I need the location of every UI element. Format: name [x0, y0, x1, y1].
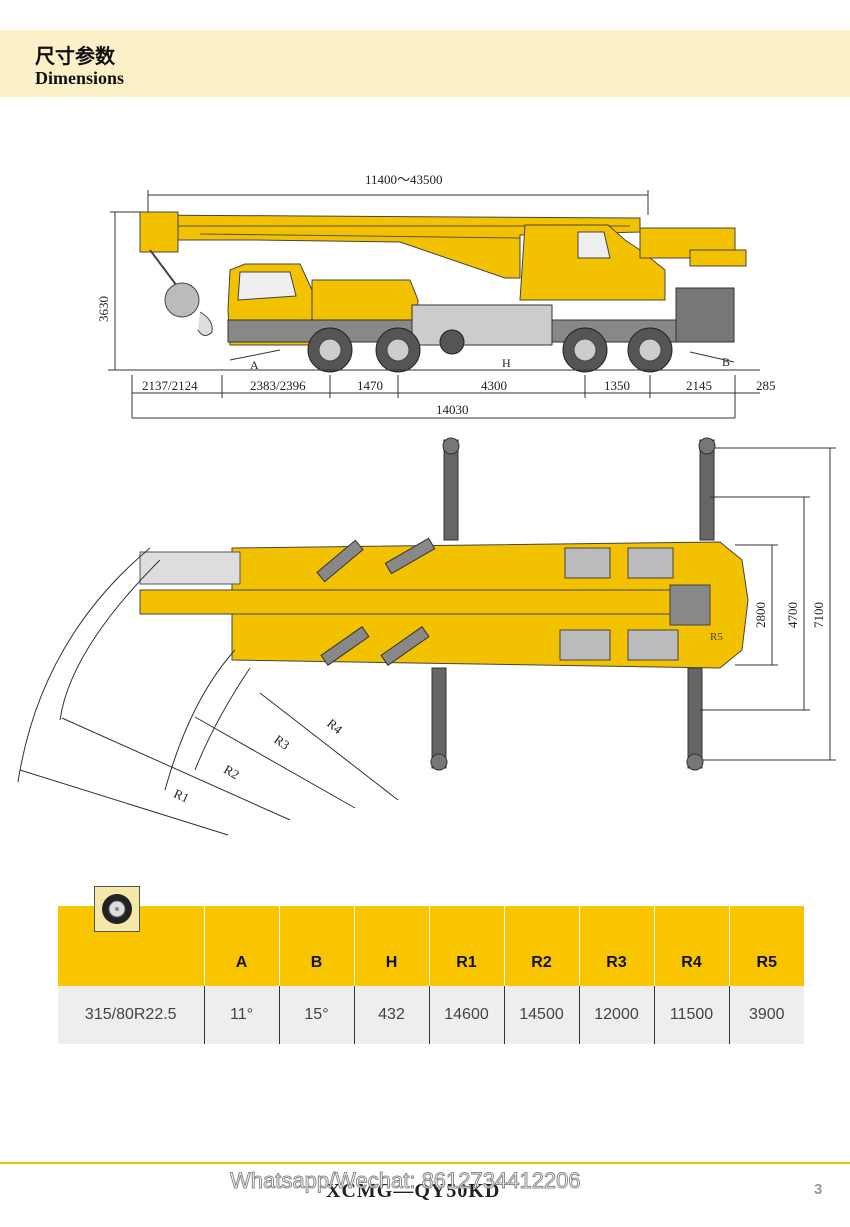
radius-r5: R5 — [710, 631, 723, 643]
top-view-drawing: 2800 4700 7100 R1 R2 R3 R4 R5 — [17, 437, 836, 836]
height-label: 3630 — [96, 296, 111, 322]
table-cell: 11500 — [653, 986, 729, 1044]
segment-3: 1470 — [357, 378, 383, 393]
side-view-drawing: 11400～43500 3630 A B H — [96, 172, 776, 419]
width-7100: 7100 — [811, 602, 826, 628]
table-cell: 15° — [278, 986, 354, 1044]
table-cell: 432 — [353, 986, 429, 1044]
radius-r2: R2 — [221, 762, 242, 783]
table-header-b: B — [278, 906, 354, 986]
tire-icon — [94, 886, 140, 932]
table-header-row: A B H R1 R2 R3 R4 R5 — [58, 906, 804, 986]
table-header-r4: R4 — [653, 906, 729, 986]
segment-1: 2137/2124 — [142, 378, 198, 393]
table-header-r3: R3 — [578, 906, 654, 986]
radius-r1: R1 — [171, 786, 191, 806]
table-header-a: A — [203, 906, 279, 986]
width-2800: 2800 — [753, 602, 768, 628]
header-band — [0, 30, 850, 97]
ground-clearance-label: H — [502, 356, 511, 370]
angle-a-label: A — [250, 358, 259, 372]
table-header-r5: R5 — [728, 906, 804, 986]
table-cell: 11° — [203, 986, 279, 1044]
segment-5: 1350 — [604, 378, 630, 393]
table-header-r1: R1 — [428, 906, 504, 986]
page-number: 3 — [814, 1181, 823, 1198]
angle-b-label: B — [722, 355, 730, 369]
segment-4: 4300 — [481, 378, 507, 393]
width-4700: 4700 — [785, 602, 800, 628]
segment-2: 2383/2396 — [250, 378, 306, 393]
rear-overhang: 285 — [756, 378, 776, 393]
table-cell: 3900 — [728, 986, 804, 1044]
total-length: 14030 — [436, 402, 469, 417]
boom-length-label: 11400～43500 — [365, 172, 443, 187]
page-title-cn: 尺寸参数 — [35, 44, 115, 68]
segment-6: 2145 — [686, 378, 712, 393]
footer-divider — [0, 1162, 850, 1164]
table-row: 315/80R22.5 11° 15° 432 14600 14500 1200… — [58, 986, 804, 1044]
contact-watermark: Whatsapp/Wechat: 8612734412206 — [230, 1168, 582, 1194]
table-cell: 14600 — [428, 986, 504, 1044]
table-cell: 12000 — [578, 986, 654, 1044]
page-title-en: Dimensions — [35, 68, 125, 88]
tire-spec-table: A B H R1 R2 R3 R4 R5 315/80R22.5 11° 15°… — [58, 906, 804, 1044]
radius-r4: R4 — [324, 716, 346, 738]
table-cell: 14500 — [503, 986, 579, 1044]
footer-model-title: XCMG—QY50KD — [326, 1180, 501, 1202]
tire-size-cell: 315/80R22.5 — [58, 986, 204, 1044]
table-header-r2: R2 — [503, 906, 579, 986]
table-header-h: H — [353, 906, 429, 986]
radius-r3: R3 — [271, 732, 292, 753]
